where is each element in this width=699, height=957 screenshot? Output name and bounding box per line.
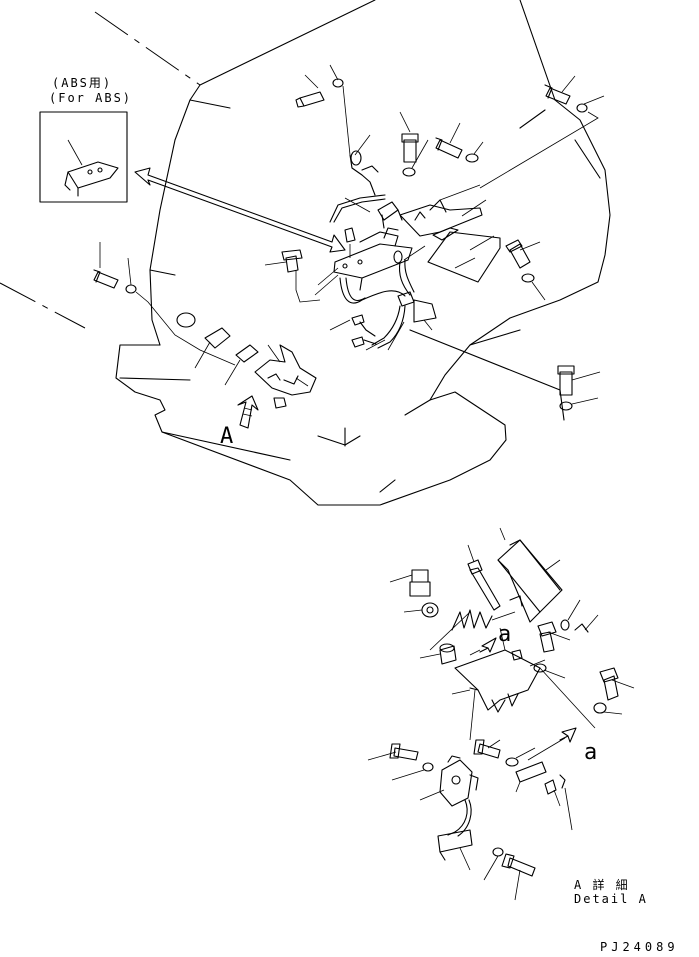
detail-caption-en: Detail A bbox=[574, 892, 648, 906]
view-marker: A bbox=[220, 424, 234, 449]
inset-label-en: (For ABS) bbox=[49, 91, 133, 105]
inset-label-jp: (ABS用) bbox=[52, 76, 113, 90]
cab-body-outline bbox=[115, 0, 611, 506]
center-line bbox=[0, 282, 86, 329]
detail-marker-lower: a bbox=[584, 740, 598, 765]
double-arrow bbox=[134, 167, 346, 253]
abs-inset-box bbox=[39, 111, 128, 203]
detail-marker-upper: a bbox=[498, 622, 512, 647]
drawing-number: PJ24089 bbox=[600, 940, 679, 954]
detail-a-assembly bbox=[367, 527, 635, 901]
wiring-harness bbox=[314, 134, 565, 421]
center-line bbox=[94, 11, 201, 86]
detail-caption-jp: A 詳 細 bbox=[574, 878, 630, 892]
bolt-group-left bbox=[93, 242, 321, 429]
bolt-group-top bbox=[295, 64, 605, 189]
bolt-group-right bbox=[505, 239, 601, 411]
